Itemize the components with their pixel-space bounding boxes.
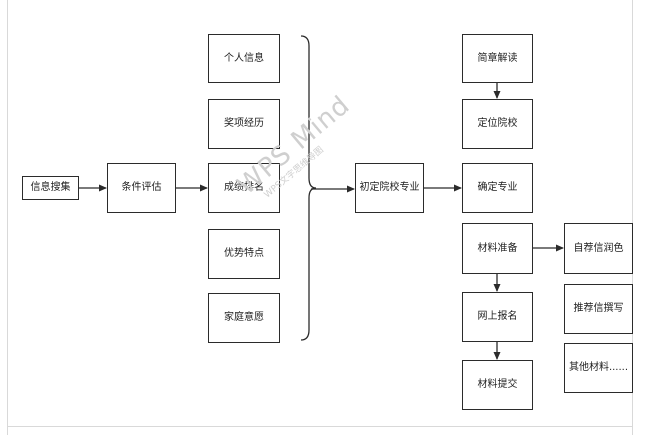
node-grade-rank[interactable]: 成绩排名 [208,163,280,213]
frame-left-edge [7,0,8,435]
node-brochure[interactable]: 简章解读 [462,34,533,83]
node-family-wish[interactable]: 家庭意愿 [208,293,280,343]
node-rec-letter[interactable]: 推荐信撰写 [564,284,633,334]
node-confirm-major[interactable]: 确定专业 [462,163,533,213]
frame-right-edge [632,0,633,435]
node-online-apply[interactable]: 网上报名 [462,292,533,342]
node-condition-eval[interactable]: 条件评估 [107,163,176,213]
node-submit-materials[interactable]: 材料提交 [462,360,533,410]
node-awards[interactable]: 奖项经历 [208,99,280,149]
node-strengths[interactable]: 优势特点 [208,229,280,279]
curly-brace [300,35,317,341]
node-info-collect[interactable]: 信息搜集 [22,176,79,200]
node-other-materials[interactable]: 其他材料...... [564,343,633,393]
node-initial-school[interactable]: 初定院校专业 [355,163,424,213]
node-self-rec[interactable]: 自荐信润色 [564,223,633,274]
node-locate-school[interactable]: 定位院校 [462,99,533,149]
node-materials-prep[interactable]: 材料准备 [462,223,533,274]
frame-bottom-edge [7,426,633,427]
node-personal-info[interactable]: 个人信息 [208,34,280,83]
